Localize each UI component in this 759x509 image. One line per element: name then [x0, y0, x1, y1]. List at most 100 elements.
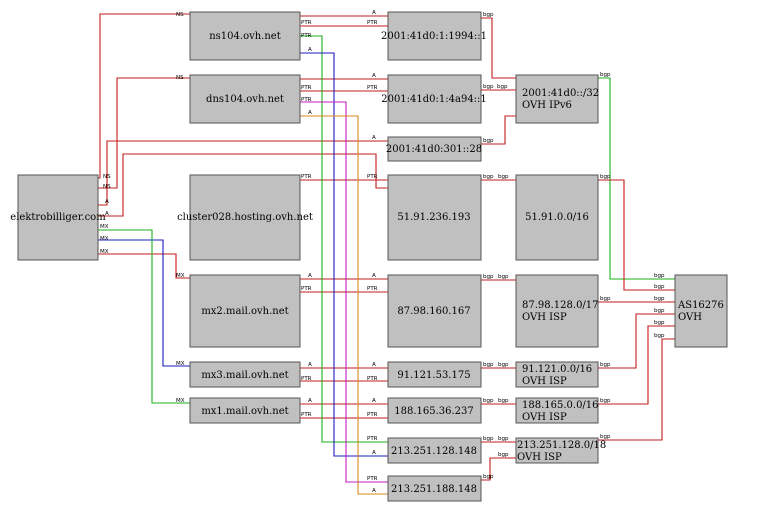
edge-labels-layer: NSNSNSNSAAMXMXMXMXMXMXPTRPTRAPTRPTRAAPTR…	[100, 10, 665, 494]
node-cluster[interactable]: cluster028.hosting.ovh.net	[177, 174, 313, 261]
node-ip-cluster[interactable]: 51.91.236.193	[387, 174, 482, 261]
edge-label-a: A	[308, 110, 312, 116]
node-prefix-188-line2: OVH ISP	[522, 412, 567, 423]
node-prefix-91-line1: 91.121.0.0/16	[522, 364, 592, 375]
edge-label-bgp: bgp	[600, 296, 611, 302]
node-prefix-188[interactable]: 188.165.0.0/16 OVH ISP	[515, 397, 599, 424]
node-prefix-ipv6-line1: 2001:41d0::/32	[522, 88, 599, 99]
node-ip-mx2[interactable]: 87.98.160.167	[387, 274, 482, 348]
edge-label-bgp: bgp	[483, 398, 494, 404]
node-prefix-213[interactable]: 213.251.128.0/18 OVH ISP	[515, 437, 606, 464]
edge-label-bgp: bgp	[654, 308, 665, 314]
edge-label-bgp: bgp	[498, 452, 509, 458]
node-prefix-ipv6-line2: OVH IPv6	[522, 100, 572, 111]
edge-label-bgp: bgp	[497, 84, 508, 90]
node-prefix-87[interactable]: 87.98.128.0/17 OVH ISP	[515, 274, 599, 348]
edge-label-bgp: bgp	[498, 398, 509, 404]
node-ip-mx1[interactable]: 188.165.36.237	[387, 397, 482, 424]
edge-mx-mx3	[98, 239, 190, 367]
edge-bgp-213-as	[598, 338, 675, 441]
edge-label-a: A	[372, 362, 376, 368]
edge-label-ptr: PTR	[367, 20, 378, 26]
edge-label-ptr: PTR	[367, 476, 378, 482]
edge-label-bgp: bgp	[600, 434, 611, 440]
node-ip-ns104[interactable]: 213.251.128.148	[387, 437, 482, 464]
edge-bgp-ip6a	[481, 17, 516, 79]
node-domain[interactable]: elektrobilliger.com	[10, 174, 106, 261]
node-mx2-label: mx2.mail.ovh.net	[201, 306, 288, 317]
node-mx1[interactable]: mx1.mail.ovh.net	[189, 397, 301, 424]
node-prefix-188-line1: 188.165.0.0/16	[522, 400, 599, 411]
node-as16276[interactable]: AS16276 OVH	[674, 274, 728, 348]
node-ip6a[interactable]: 2001:41d0:1:1994::1	[381, 11, 487, 61]
edge-label-ptr: PTR	[367, 286, 378, 292]
edge-a-ns104-v4	[300, 52, 388, 457]
node-prefix-213-line1: 213.251.128.0/18	[517, 440, 606, 451]
node-ip6c-label: 2001:41d0:301::28	[386, 144, 482, 155]
edge-a-dns104-v4	[300, 115, 388, 495]
edge-label-bgp: bgp	[498, 174, 509, 180]
node-prefix-51[interactable]: 51.91.0.0/16	[515, 174, 599, 261]
edge-label-mx: MX	[176, 273, 185, 279]
edge-label-a: A	[308, 273, 312, 279]
edge-label-bgp: bgp	[600, 174, 611, 180]
node-dns104[interactable]: dns104.ovh.net	[189, 74, 301, 124]
edge-label-bgp: bgp	[654, 284, 665, 290]
node-ip6b-label: 2001:41d0:1:4a94::1	[381, 94, 487, 105]
edge-label-a: A	[372, 135, 376, 141]
edge-label-bgp: bgp	[654, 296, 665, 302]
edge-bgp-91-as	[598, 313, 675, 369]
edge-label-bgp: bgp	[498, 436, 509, 442]
edge-label-mx: MX	[100, 249, 109, 255]
edge-label-bgp: bgp	[483, 362, 494, 368]
node-ip6a-label: 2001:41d0:1:1994::1	[381, 31, 487, 42]
node-prefix-91[interactable]: 91.121.0.0/16 OVH ISP	[515, 361, 599, 388]
node-as16276-line1: AS16276	[677, 300, 724, 311]
node-ip-mx3[interactable]: 91.121.53.175	[387, 361, 482, 388]
node-prefix-87-line1: 87.98.128.0/17	[522, 300, 599, 311]
node-mx2[interactable]: mx2.mail.ovh.net	[189, 274, 301, 348]
edge-label-bgp: bgp	[498, 362, 509, 368]
edge-label-a: A	[372, 398, 376, 404]
node-mx3[interactable]: mx3.mail.ovh.net	[189, 361, 301, 388]
node-as16276-line2: OVH	[678, 312, 702, 323]
edge-ptr-ns104-v4	[300, 35, 388, 443]
node-ip-mx3-label: 91.121.53.175	[397, 370, 470, 381]
edge-label-ptr: PTR	[301, 85, 312, 91]
edge-bgp-v6-as	[598, 77, 675, 280]
node-cluster-label: cluster028.hosting.ovh.net	[177, 212, 313, 223]
node-mx1-label: mx1.mail.ovh.net	[201, 406, 288, 417]
edge-label-bgp: bgp	[654, 333, 665, 339]
edge-label-ns: NS	[176, 75, 184, 81]
node-ip6b[interactable]: 2001:41d0:1:4a94::1	[381, 74, 487, 124]
edge-label-mx: MX	[100, 236, 109, 242]
node-prefix-213-line2: OVH ISP	[517, 452, 562, 463]
edge-label-ptr: PTR	[367, 436, 378, 442]
edge-label-ns: NS	[103, 184, 111, 190]
edge-label-mx: MX	[176, 398, 185, 404]
edge-label-ptr: PTR	[301, 20, 312, 26]
edge-label-bgp: bgp	[483, 84, 494, 90]
node-prefix-ipv6[interactable]: 2001:41d0::/32 OVH IPv6	[515, 74, 599, 124]
edge-label-bgp: bgp	[498, 274, 509, 280]
node-ip-dns104[interactable]: 213.251.188.148	[387, 475, 482, 502]
edges-layer	[98, 13, 675, 495]
edge-label-bgp: bgp	[483, 12, 494, 18]
edge-label-a: A	[308, 47, 312, 53]
edge-label-bgp: bgp	[483, 274, 494, 280]
edge-label-ptr: PTR	[367, 85, 378, 91]
edge-ns-ns104	[98, 13, 190, 179]
node-ip-ns104-label: 213.251.128.148	[391, 446, 477, 457]
edge-label-ns: NS	[176, 12, 184, 18]
node-ip6c[interactable]: 2001:41d0:301::28	[386, 136, 482, 162]
node-ip-dns104-label: 213.251.188.148	[391, 484, 477, 495]
edge-label-ptr: PTR	[301, 33, 312, 39]
edge-label-bgp: bgp	[600, 398, 611, 404]
edge-mx-mx1	[98, 229, 190, 404]
edge-label-ns: NS	[103, 174, 111, 180]
edge-ns-dns104	[98, 77, 190, 189]
node-prefix-87-line2: OVH ISP	[522, 312, 567, 323]
node-ns104[interactable]: ns104.ovh.net	[189, 11, 301, 61]
edge-label-ptr: PTR	[367, 412, 378, 418]
edge-a-cluster-ip	[98, 153, 388, 217]
